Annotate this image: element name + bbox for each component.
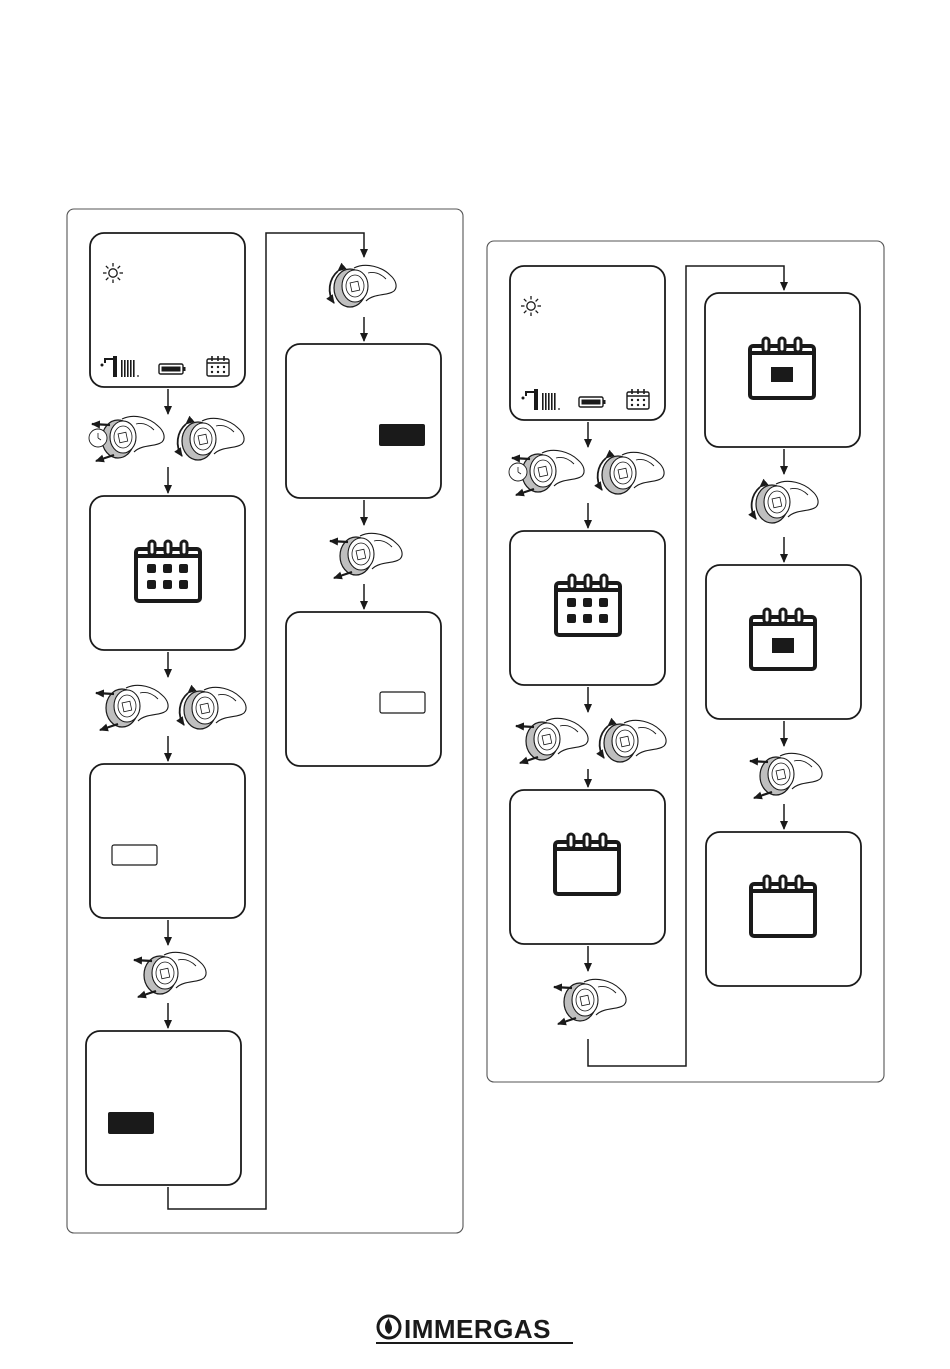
screen-calendar-empty bbox=[706, 832, 861, 986]
press-knob-icon bbox=[509, 450, 584, 495]
value-field-filled bbox=[379, 424, 425, 446]
screen-filled-field bbox=[286, 344, 441, 498]
screen-home-display bbox=[510, 266, 665, 420]
press-knob-icon bbox=[89, 416, 164, 461]
press-knob-icon bbox=[134, 952, 206, 997]
press-knob-icon bbox=[554, 979, 626, 1024]
press-knob-icon bbox=[330, 533, 402, 578]
value-field-outline bbox=[380, 692, 425, 713]
screen-calendar-grid bbox=[90, 496, 245, 650]
value-field-outline bbox=[112, 845, 157, 865]
rotate-knob-icon bbox=[330, 265, 396, 307]
press-knob-icon bbox=[516, 718, 588, 763]
press-knob-icon bbox=[750, 753, 822, 798]
rotate-knob-icon bbox=[600, 720, 666, 762]
rotate-knob-icon bbox=[752, 481, 818, 523]
screen-filled-field bbox=[86, 1031, 241, 1185]
screen-calendar-filled bbox=[706, 565, 861, 719]
screen-home-display bbox=[90, 233, 245, 387]
screen-outline-field bbox=[286, 612, 441, 766]
rotate-knob-icon bbox=[598, 452, 664, 494]
brand-underline bbox=[376, 1342, 573, 1344]
screen-calendar-empty bbox=[510, 790, 665, 944]
screen-outline-field bbox=[90, 764, 245, 918]
press-knob-icon bbox=[96, 685, 168, 730]
screen-calendar-grid bbox=[510, 531, 665, 685]
flame-circle-logo-icon bbox=[376, 1314, 402, 1340]
value-field-filled bbox=[108, 1112, 154, 1134]
rotate-knob-icon bbox=[180, 687, 246, 729]
brand-logo: IMMERGAS bbox=[404, 1314, 551, 1345]
screen-calendar-filled bbox=[705, 293, 860, 447]
rotate-knob-icon bbox=[178, 418, 244, 460]
